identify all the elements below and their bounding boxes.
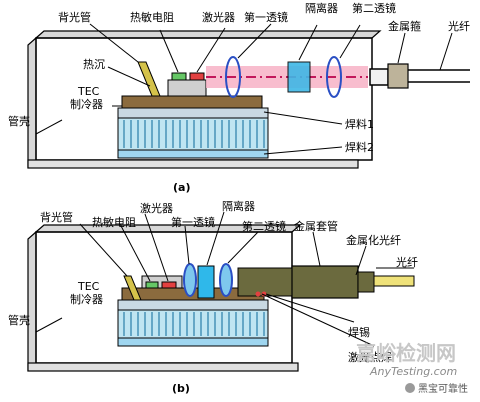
backlight-tube-b xyxy=(123,275,142,301)
wechat-icon xyxy=(405,383,415,393)
laser-block-a xyxy=(167,79,207,97)
fiber-b xyxy=(373,275,415,287)
label-b-laser-spot-weld: 激光点焊 xyxy=(348,350,392,364)
label-b-fiber: 光纤 xyxy=(396,255,418,269)
label-b-first-lens: 第一透镜 xyxy=(171,215,215,229)
label-a-laser: 激光器 xyxy=(202,10,235,24)
tec-body-b xyxy=(117,309,269,339)
backlight-tube-a xyxy=(137,61,161,97)
first-lens-a xyxy=(225,56,241,98)
label-a-fiber: 光纤 xyxy=(448,19,470,33)
label-a-second-lens: 第二透镜 xyxy=(352,1,396,15)
label-b-isolator: 隔离器 xyxy=(222,199,255,213)
sleeve-tail-b xyxy=(357,271,375,293)
label-b-second-lens: 第二透镜 xyxy=(242,219,286,233)
second-lens-b xyxy=(219,263,233,297)
isolator-b xyxy=(197,265,215,299)
shell-a-base xyxy=(27,159,359,169)
label-b-thermistor: 热敏电阻 xyxy=(92,215,136,229)
shell-a-top-face xyxy=(34,30,382,39)
metal-sleeve-b xyxy=(291,265,359,299)
label-a-package-shell: 管壳 xyxy=(8,114,30,128)
solder1-plate-a xyxy=(117,107,269,119)
caption-b: (b) xyxy=(172,382,190,395)
diagram-a: 背光管 热敏电阻 激光器 第一透镜 隔离器 第二透镜 金属箍 光纤 热沉 TEC… xyxy=(8,1,470,194)
label-b-metallized-fiber: 金属化光纤 xyxy=(346,233,401,247)
thermistor-b xyxy=(145,281,159,289)
label-a-first-lens: 第一透镜 xyxy=(244,10,288,24)
laser-chip-a xyxy=(189,72,205,81)
label-b-laser: 激光器 xyxy=(140,201,173,215)
tec-top-plate-b xyxy=(117,299,269,311)
shell-b-left-face xyxy=(27,230,37,372)
thermistor-a xyxy=(171,72,187,81)
laser-chip-b xyxy=(161,281,177,289)
label-b-cooler: 制冷器 xyxy=(70,293,103,306)
label-a-cooler: 制冷器 xyxy=(70,98,103,111)
label-b-tec: TEC xyxy=(77,280,100,293)
first-lens-b xyxy=(183,263,197,297)
heat-sink-a xyxy=(121,95,263,109)
label-b-package-shell: 管壳 xyxy=(8,313,30,327)
diagram-b: 背光管 热敏电阻 激光器 第一透镜 隔离器 第二透镜 金属套管 金属化光纤 光纤… xyxy=(8,199,418,395)
tec-body-a xyxy=(117,117,269,151)
label-a-isolator: 隔离器 xyxy=(305,1,338,15)
watermark-main: 嘉峪检测网 xyxy=(355,341,456,365)
solder2-plate-a xyxy=(117,149,269,159)
label-a-tec: TEC xyxy=(77,85,100,98)
label-a-heat-sink: 热沉 xyxy=(83,58,105,71)
label-b-backlight-tube: 背光管 xyxy=(40,210,73,224)
solder-plate-b xyxy=(117,337,269,347)
label-b-metal-sleeve: 金属套管 xyxy=(294,219,338,233)
watermark-sub: AnyTesting.com xyxy=(369,365,457,378)
watermark: 嘉峪检测网 AnyTesting.com 黑宝可靠性 xyxy=(355,341,468,395)
label-a-solder1: 焊料1 xyxy=(345,117,374,131)
label-a-backlight-tube: 背光管 xyxy=(58,10,91,24)
shell-a-left-face xyxy=(27,36,37,169)
watermark-account: 黑宝可靠性 xyxy=(418,382,468,395)
label-b-solder-tin: 焊锡 xyxy=(348,325,370,339)
metal-hoop-a xyxy=(387,63,409,89)
ferrule-a xyxy=(369,68,389,86)
caption-a: (a) xyxy=(173,181,190,194)
label-a-solder2: 焊料2 xyxy=(345,140,374,154)
shell-b-base xyxy=(27,362,299,372)
label-a-metal-hoop: 金属箍 xyxy=(388,19,421,33)
label-a-thermistor: 热敏电阻 xyxy=(130,10,174,24)
isolator-a xyxy=(287,61,311,93)
second-lens-a xyxy=(326,56,342,98)
weld-point-b-1 xyxy=(255,291,261,297)
